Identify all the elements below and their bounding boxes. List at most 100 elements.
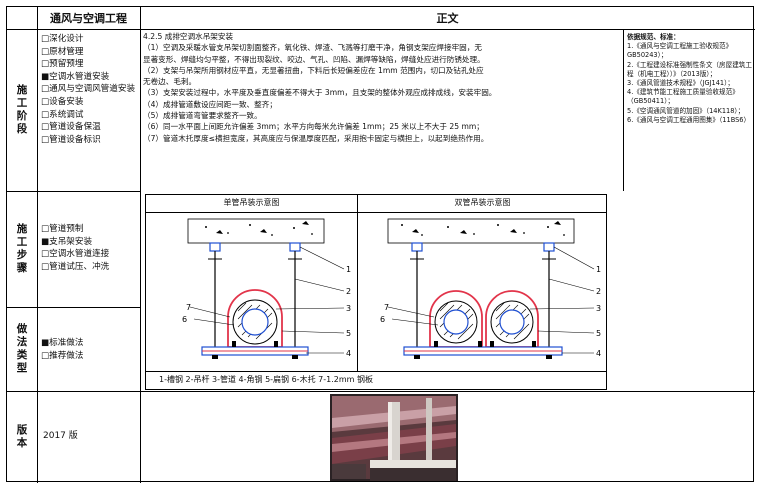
reference-item: 2.《工程建设标准强制性条文（房屋建筑工程（机电工程））》（2013版）； bbox=[627, 60, 752, 78]
label-char: 类 bbox=[16, 349, 28, 361]
version-value: 2017 版 bbox=[43, 431, 78, 441]
body-line: （1）空调及采暖水管支吊架切割面整齐，氧化铁、焊渣、飞溅等打磨干净，角钢支架应焊… bbox=[143, 43, 482, 53]
label-char: 做 bbox=[16, 323, 28, 335]
list-item: □管道设备标识 bbox=[41, 134, 101, 145]
channel-steel bbox=[411, 242, 423, 252]
list-item: □管道预制 bbox=[41, 224, 84, 234]
row-divider bbox=[7, 391, 755, 392]
references: 依据规范、标准： 1.《通风与空调工程施工验收规范》GB50243）； 2.《工… bbox=[624, 31, 755, 191]
body-line: （2）支架与吊架所用钢材应平直，无显著扭曲，下料后长短偏差应在 1mm 范围内，… bbox=[143, 65, 484, 75]
label-7: 7 bbox=[186, 303, 191, 312]
body-line: （5）成排管道弯管要求整齐一致。 bbox=[143, 111, 262, 121]
label-1: 1 bbox=[346, 265, 351, 274]
label-7: 7 bbox=[384, 303, 389, 312]
ceiling-slab bbox=[387, 218, 575, 244]
diagram-divider bbox=[357, 194, 358, 371]
reference-item: 3.《通风管道技术规程》（JGJ141）； bbox=[627, 79, 734, 88]
single-diagram-title: 单管吊装示意图 bbox=[223, 198, 280, 207]
reference-item: 5.《空调通风管道的加固》（14K118）； bbox=[627, 106, 745, 115]
reference-item: 1.《通风与空调工程施工验收规范》GB50243）； bbox=[627, 42, 733, 60]
site-photo bbox=[330, 394, 458, 481]
steps-list: □管道预制 ■支吊架安装 □空调水管道连接 □管道试压、冲洗 bbox=[38, 221, 140, 301]
pipe bbox=[241, 308, 269, 336]
version-label: 版 本 bbox=[7, 391, 37, 483]
ceiling-slab bbox=[187, 218, 325, 244]
column-divider bbox=[37, 7, 38, 483]
label-char: 骤 bbox=[16, 262, 28, 274]
caption-divider bbox=[145, 371, 607, 372]
list-item: □管道设备保温 bbox=[41, 122, 101, 133]
pipe bbox=[499, 309, 525, 335]
label-3: 3 bbox=[596, 304, 601, 313]
label-3: 3 bbox=[346, 304, 351, 313]
diagram-title-divider bbox=[145, 212, 607, 213]
steps-label: 施 工 步 骤 bbox=[7, 191, 37, 307]
diagram-frame bbox=[145, 194, 607, 390]
list-item: □推荐做法 bbox=[41, 350, 84, 361]
pipe bbox=[443, 309, 469, 335]
section-header: 通风与空调工程 bbox=[50, 12, 127, 25]
list-item: □原材管理 bbox=[41, 46, 84, 57]
single-pipe-diagram: 1 2 3 4 5 6 7 bbox=[182, 218, 351, 359]
list-item: □管道试压、冲洗 bbox=[41, 261, 110, 272]
label-2: 2 bbox=[346, 287, 351, 296]
list-item: ■标准做法 bbox=[41, 338, 84, 348]
body-heading: 4.2.5 成排空调水吊架安装 bbox=[143, 32, 234, 41]
stage-label: 施 工 阶 段 bbox=[7, 29, 37, 191]
label-char: 施 bbox=[16, 84, 28, 96]
slab-hatch bbox=[401, 221, 565, 236]
method-list: ■标准做法 □推荐做法 bbox=[38, 335, 140, 375]
body-text: 4.2.5 成排空调水吊架安装 （1）空调及采暖水管支吊架切割面整齐，氧化铁、焊… bbox=[143, 31, 621, 189]
body-line: 显著变形、焊缝均匀平整，不得出现裂纹、咬边、气孔、凹陷、漏焊等缺陷，焊缝处应进行… bbox=[143, 54, 485, 64]
label-char: 步 bbox=[16, 249, 28, 261]
stage-list: □深化设计 □原材管理 □预留预埋 ■空调水管道安装 □通风与空调风管道安装 □… bbox=[38, 31, 140, 191]
leader-lines bbox=[189, 246, 345, 354]
row-divider bbox=[7, 29, 755, 30]
body-line: （4）成排管道敷设应间距一致、整齐； bbox=[143, 99, 277, 109]
document-page: 通风与空调工程 正文 施 工 阶 段 □深化设计 □原材管理 □预留预埋 ■空调… bbox=[6, 6, 755, 483]
label-char: 工 bbox=[16, 236, 28, 248]
list-item: □空调水管道连接 bbox=[41, 249, 110, 260]
label-1: 1 bbox=[596, 265, 601, 274]
body-line: 无卷边、毛刺。 bbox=[143, 77, 197, 87]
channel-steel bbox=[209, 242, 221, 252]
diagram-caption: 1-槽钢 2-吊杆 3-管道 4-角钢 5-扁钢 6-木托 7-1.2mm 钢板 bbox=[159, 375, 373, 384]
body-line: （7）管道木托厚度≤横担宽度，其高度应与保温厚度匹配，采用抱卡固定与横担上，以起… bbox=[143, 133, 489, 143]
column-divider bbox=[623, 29, 624, 191]
list-item: □系统调试 bbox=[41, 109, 84, 120]
column-divider bbox=[140, 7, 141, 483]
label-char: 本 bbox=[16, 437, 28, 449]
label-5: 5 bbox=[596, 329, 601, 338]
label-char: 型 bbox=[16, 362, 28, 374]
list-item: □预留预埋 bbox=[41, 59, 84, 70]
label-4: 4 bbox=[596, 349, 601, 358]
reference-item: 6.《通风与空调工程通用图集》（11BS6） bbox=[627, 115, 751, 124]
content-header: 正文 bbox=[436, 12, 459, 25]
label-2: 2 bbox=[596, 287, 601, 296]
list-item: □设备安装 bbox=[41, 96, 84, 107]
row-divider bbox=[7, 191, 140, 192]
body-line: （6）同一水平面上间距允许偏差 3mm；水平方向每米允许偏差 1mm；25 米以… bbox=[143, 122, 484, 132]
label-6: 6 bbox=[380, 315, 385, 324]
label-char: 工 bbox=[16, 97, 28, 109]
double-diagram-title: 双管吊装示意图 bbox=[454, 198, 511, 207]
bolts bbox=[414, 341, 552, 359]
double-pipe-diagram: 1 2 3 4 5 6 7 bbox=[380, 218, 601, 359]
list-item: □深化设计 bbox=[41, 34, 84, 44]
method-label: 做 法 类 型 bbox=[7, 307, 37, 391]
list-item: ■支吊架安装 bbox=[41, 236, 93, 247]
slab-hatch bbox=[205, 221, 313, 236]
bolts bbox=[212, 341, 298, 359]
reference-item: 4.《建筑节能工程施工质量验收规范》（GB50411）； bbox=[627, 88, 739, 106]
list-item: □通风与空调风管道安装 bbox=[41, 84, 136, 95]
label-char: 版 bbox=[16, 424, 28, 436]
label-char: 施 bbox=[16, 223, 28, 235]
label-5: 5 bbox=[346, 329, 351, 338]
label-char: 阶 bbox=[16, 110, 28, 122]
label-char: 法 bbox=[16, 336, 28, 348]
label-6: 6 bbox=[182, 315, 187, 324]
list-item: ■空调水管道安装 bbox=[41, 71, 110, 82]
row-divider bbox=[7, 307, 140, 308]
label-4: 4 bbox=[346, 349, 351, 358]
channel-steel bbox=[289, 242, 301, 252]
